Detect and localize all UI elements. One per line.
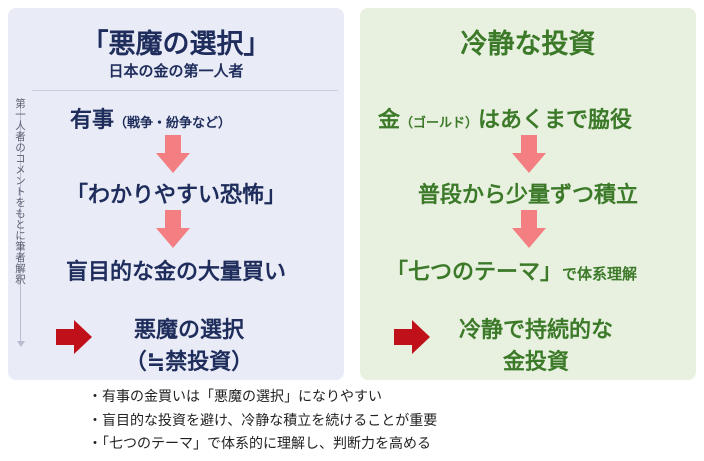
right-step-3-main: 「七つのテーマ」: [386, 260, 563, 285]
left-result: 悪魔の選択 （≒禁投資）: [104, 315, 274, 379]
left-result-line-1: 悪魔の選択: [133, 318, 244, 343]
left-step-2: 「わかりやすい恐怖」: [65, 183, 286, 208]
right-step-3: 「七つのテーマ」で体系理解: [386, 254, 637, 286]
right-step-1-a: 金: [378, 108, 401, 133]
right-step-3-b: で体系理解: [562, 265, 638, 283]
left-panel: 「悪魔の選択」 日本の金の第一人者 第一人者のコメントをもとに筆者解釈 有事（戦…: [8, 8, 344, 380]
left-divider: [32, 90, 338, 91]
right-title: 冷静な投資: [460, 29, 596, 60]
left-step-1-note: （戦争・紛争など）: [114, 116, 232, 131]
right-result-line-1: 冷静で持続的な: [458, 318, 613, 343]
right-step-1-note: （ゴールド）: [400, 116, 479, 131]
side-note: 第一人者のコメントをもとに筆者解釈: [14, 98, 26, 285]
left-result-arrow: [56, 320, 92, 354]
right-step-1: 金（ゴールド）はあくまで脇役: [378, 102, 632, 134]
right-panel: 冷静な投資 金（ゴールド）はあくまで脇役 普段から少量ずつ積立 「七つのテーマ」…: [360, 8, 696, 380]
summary-bullets: ・有事の金買いは「悪魔の選択」になりやすい ・盲目的な投資を避け、冷静な積立を続…: [88, 386, 437, 457]
bullet-2: ・盲目的な投資を避け、冷静な積立を続けることが重要: [88, 412, 438, 429]
left-step-1: 有事（戦争・紛争など）: [70, 102, 231, 134]
left-step-3: 盲目的な金の大量買い: [65, 260, 286, 285]
left-down-arrow-2: [156, 210, 190, 248]
right-result: 冷静で持続的な 金投資: [436, 315, 636, 379]
right-down-arrow-2: [512, 210, 546, 248]
bullet-1: ・有事の金買いは「悪魔の選択」になりやすい: [88, 389, 382, 405]
left-subtitle: 日本の金の第一人者: [108, 62, 244, 80]
right-step-1-b: はあくまで脇役: [478, 108, 633, 133]
left-step-1-main: 有事: [70, 108, 115, 133]
right-step-2: 普段から少量ずつ積立: [417, 183, 638, 208]
right-result-arrow: [394, 320, 430, 354]
side-note-arrowhead: [17, 341, 25, 347]
right-down-arrow-1: [512, 135, 546, 173]
right-result-line-2: 金投資: [502, 350, 569, 375]
left-result-line-2: （≒禁投資）: [124, 350, 254, 375]
side-note-line: [20, 104, 21, 342]
left-title: 「悪魔の選択」: [81, 29, 271, 60]
bullet-3: ・「七つのテーマ」で体系的に理解し、判断力を高める: [88, 436, 431, 452]
left-down-arrow-1: [156, 135, 190, 173]
